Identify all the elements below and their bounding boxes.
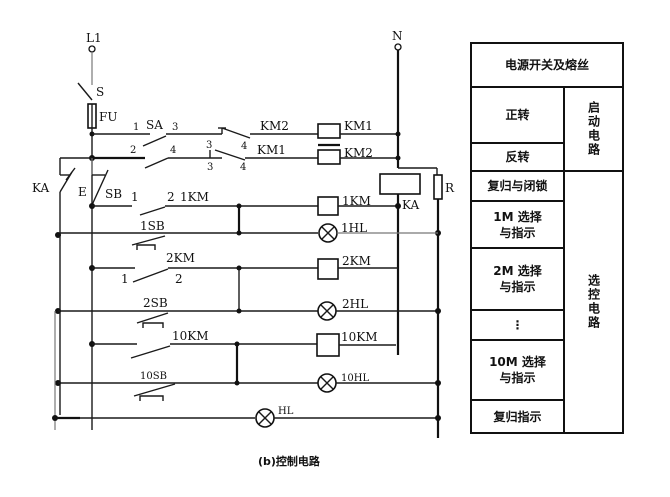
legend-m1: 1M 选择 与指示	[472, 202, 565, 249]
legend-m10: 10M 选择 与指示	[472, 341, 565, 401]
sa-blade-1	[142, 135, 167, 147]
terminal-l1-label: L1	[86, 31, 102, 45]
lamp-2hl-label: 2HL	[342, 297, 368, 311]
row2-num-2: 2	[175, 272, 183, 286]
legend-forward: 正转	[472, 88, 565, 144]
row10-km-contact	[130, 345, 171, 359]
legend-select-circuit: 选控电路	[586, 274, 601, 330]
legend-start-circuit: 启动电路	[565, 88, 622, 172]
terminal-n	[394, 43, 402, 51]
row2-km-contact	[132, 268, 169, 283]
estop-label: E	[78, 185, 87, 199]
stop-button-sb	[91, 169, 109, 206]
row1-button-label: 1SB	[140, 219, 165, 233]
legend-reverse: 反转	[472, 144, 565, 172]
relay-coil-ka	[379, 173, 421, 195]
relay-coil-ka-label: KA	[402, 198, 419, 212]
row2-button-label: 2SB	[143, 296, 168, 310]
interlock-km1-label: KM1	[257, 143, 286, 157]
coil-km1-label: KM1	[344, 119, 373, 133]
coil-km1	[317, 123, 341, 139]
lamp-1hl-label: 1HL	[341, 221, 367, 235]
coil-10km-label: 10KM	[341, 330, 378, 344]
coil-km2-label: KM2	[344, 146, 373, 160]
function-legend-table: 电源开关及熔丝 正转 反转 启动电路 复归与闭锁 1M 选择 与指示 2M 选择…	[470, 42, 624, 434]
fuse-fu-label: FU	[99, 110, 117, 124]
sa-contact-2: 2	[130, 145, 136, 156]
switch-s-label: S	[96, 85, 104, 99]
sa-contact-1: 1	[133, 122, 139, 133]
coil-10km	[316, 333, 340, 357]
sa-contact-3: 3	[172, 122, 178, 133]
interlock-km2-contact	[221, 127, 251, 139]
coil-1km-label: 1KM	[342, 194, 371, 208]
interlock-contact-4b: 4	[240, 162, 246, 173]
figure-caption: (b)控制电路	[258, 455, 320, 468]
row2-num-1: 1	[121, 272, 129, 286]
legend-m2: 2M 选择 与指示	[472, 249, 565, 311]
terminal-l1	[88, 45, 96, 53]
coil-1km	[317, 196, 339, 216]
lamp-10hl-label: 10HL	[341, 373, 369, 384]
contact-ka-label: KA	[32, 181, 49, 195]
interlock-contact-3b: 3	[207, 162, 213, 173]
sa-label: SA	[146, 118, 163, 132]
row10-button-label: 10SB	[140, 371, 167, 382]
coil-2km	[317, 258, 339, 280]
sa-blade-2	[144, 157, 169, 169]
row1-contact-label: 1KM	[180, 190, 209, 204]
row10-button	[133, 383, 176, 397]
legend-ellipsis: ⋮	[472, 311, 565, 341]
sa-contact-4: 4	[170, 145, 176, 156]
resistor-r-label: R	[445, 181, 455, 195]
row1-num-1: 1	[131, 190, 139, 204]
row1-km-contact	[139, 206, 166, 216]
coil-2km-label: 2KM	[342, 254, 371, 268]
switch-s	[77, 82, 93, 101]
legend-power: 电源开关及熔丝	[472, 44, 622, 88]
interlock-contact-4: 4	[241, 141, 247, 152]
interlock-contact-3: 3	[206, 140, 212, 151]
lamp-hl-label: HL	[278, 406, 294, 417]
row1-button	[131, 235, 166, 246]
terminal-n-label: N	[392, 29, 403, 43]
legend-reset-lock: 复归与闭锁	[472, 172, 565, 202]
row10-contact-label: 10KM	[172, 329, 209, 343]
stop-button-label: SB	[105, 187, 122, 201]
interlock-km2-label: KM2	[260, 119, 289, 133]
row1-num-2: 2	[167, 190, 175, 204]
legend-reset-indicate: 复归指示	[472, 401, 565, 432]
resistor-r	[433, 174, 443, 200]
row2-button	[136, 312, 169, 324]
coil-km2	[317, 149, 341, 165]
row2-contact-label: 2KM	[166, 251, 195, 265]
interlock-km1-contact	[214, 149, 246, 161]
